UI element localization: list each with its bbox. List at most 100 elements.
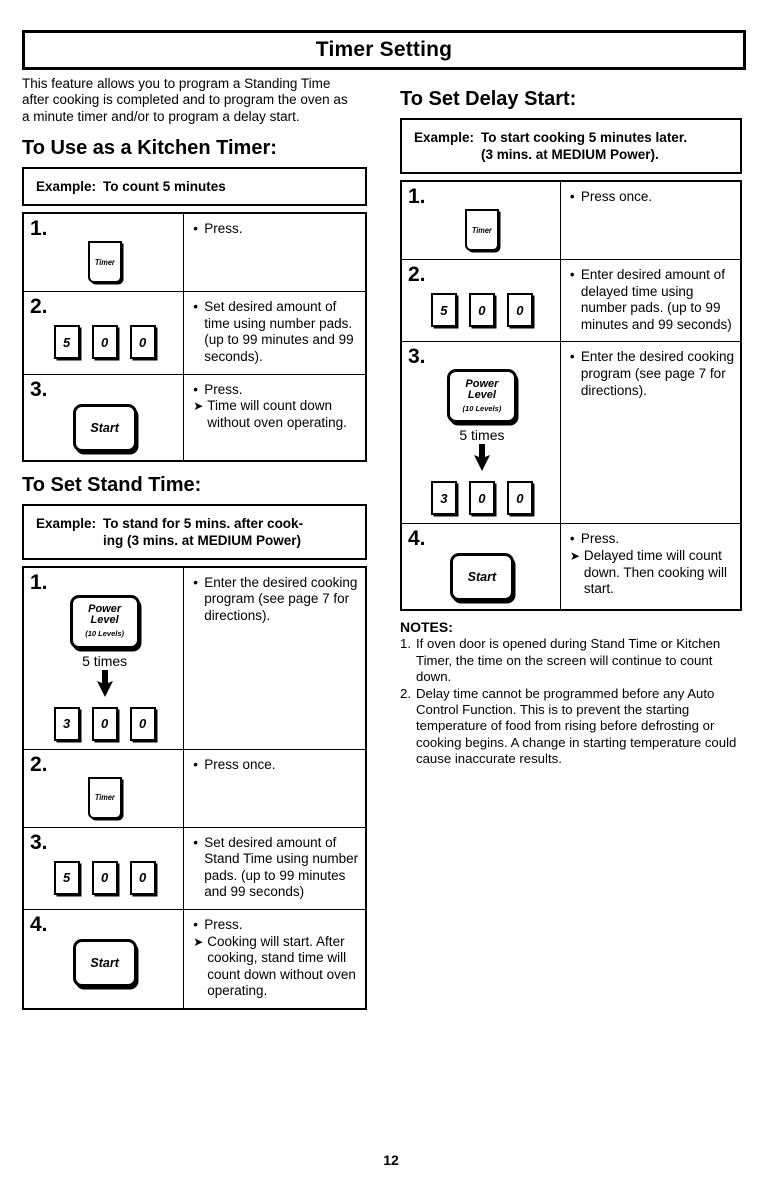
step-number: 1. [30,217,48,241]
start-key-label: Start [467,570,497,585]
numpad-key-0-1: 0 [468,293,495,327]
step-description: •Press.➤Delayed time will count down. Th… [570,531,734,597]
notes-header: NOTES: [400,619,453,636]
step-number: 2. [30,295,48,319]
power-key-line3: (10 Levels) [462,403,502,413]
bullet-icon: • [193,574,198,590]
step-instruction-cell: •Press. [184,214,365,291]
table-row: 1. Timer •Press. [24,214,365,293]
description-text: Press once. [580,189,653,204]
step-number: 2. [408,263,426,286]
numpad-key-label: 0 [139,716,147,732]
description-bullet-line: •Enter the desired cooking program (see … [570,349,734,399]
start-key-row: Start [30,938,179,987]
step-number: 4. [408,527,426,551]
numpad-key-0-1: 0 [91,706,118,741]
numpad-key-label: 0 [478,490,486,506]
description-text: Press. [204,381,243,397]
example-content: To count 5 minutes [103,178,226,195]
section-2: To Set Stand Time:Example:To stand for 5… [22,474,367,1010]
press-count-label: 5 times [459,427,505,444]
description-arrow-line: ➤Time will count down without oven opera… [193,398,359,431]
timer-key-icon: Timer [87,241,122,284]
note-item: 2. Delay time cannot be programmed before… [400,686,742,767]
numpad-key-0-1: 0 [91,325,118,360]
step-description: •Press.➤Cooking will start. After cookin… [193,917,359,1000]
step-key-cell: 4.Start [24,909,185,1008]
description-bullet-line: •Press once. [193,757,359,774]
numpad-key-0-1: 0 [91,860,118,895]
description-bullet-line: •Enter desired amount of delayed time us… [570,267,734,333]
numpad-key-label: 5 [440,302,448,318]
numpad-group: 3 0 0 [53,706,156,741]
intro-paragraph: This feature allows you to program a Sta… [22,76,348,124]
note-text: Delay time cannot be programmed before a… [416,685,737,766]
table-row: 4. Start •Press.➤Delayed time will count d… [402,524,740,610]
press-count-label: 5 times [82,652,128,669]
timer-key-label: Timer [94,793,115,803]
arrow-right-icon: ➤ [193,399,204,414]
power-key-line2: Level [467,389,496,402]
numpad-key-0-2: 0 [129,706,156,741]
page-title-banner: Timer Setting [22,30,746,70]
description-text: Set desired amount of Stand Time using n… [204,834,359,900]
example-label: Example: [36,515,97,531]
start-key-row: Start [408,553,556,602]
example-text-line: ing (3 mins. at MEDIUM Power) [103,532,302,548]
step-instruction-cell: •Enter the desired cooking program (see … [184,568,365,749]
example-text-line: To start cooking 5 minutes later. [481,130,688,145]
step-key-cell: 4. Start [402,524,561,610]
description-text: Press. [580,531,620,547]
example-box: Example: To stand for 5 mins. after cook-… [22,503,367,560]
bullet-icon: • [193,834,198,850]
step-number: 2. [30,752,48,776]
numpad-key-label: 0 [101,870,109,886]
numpad-key-row: 3 0 0 [53,706,156,741]
numpad-key-label: 0 [101,716,109,732]
timer-key-row: Timer [30,776,179,819]
note-item: 1.If oven door is opened during Stand Ti… [400,636,742,685]
arrow-right-icon: ➤ [569,548,580,563]
timer-key-row: Timer [408,209,556,251]
start-key-row: Start [30,403,179,452]
step-instruction-cell: •Enter desired amount of delayed time us… [561,260,740,341]
numpad-key-3-0: 3 [53,706,80,741]
example-line: Example: To stand for 5 mins. after cook-… [36,515,355,549]
description-text: Enter the desired cooking program (see p… [580,349,734,398]
timer-key-icon: Timer [87,776,122,819]
numpad-key-0-2: 0 [129,860,156,895]
step-instruction-cell: • Press.➤Time will count down without ove… [184,375,365,460]
example-content: To stand for 5 mins. after cook-ing (3 m… [103,515,303,549]
numpad-key-0-2: 0 [506,481,533,516]
example-text-line: (3 mins. at MEDIUM Power). [481,147,659,162]
power-key-line2: Level [90,614,119,627]
example-box: Example: To start cooking 5 minutes later… [400,118,742,174]
step-key-cell: 1.Timer [402,182,561,259]
numpad-key-label: 0 [516,490,524,506]
step-number: 1. [30,570,48,594]
numpad-key-label: 0 [139,334,147,350]
example-label: Example: [414,130,475,145]
bullet-icon: • [193,381,198,397]
example-text-line: To count 5 minutes [103,179,226,195]
note-number: 2. [400,685,411,701]
bullet-icon: • [193,916,198,932]
description-bullet-line: •Press. [570,531,734,548]
